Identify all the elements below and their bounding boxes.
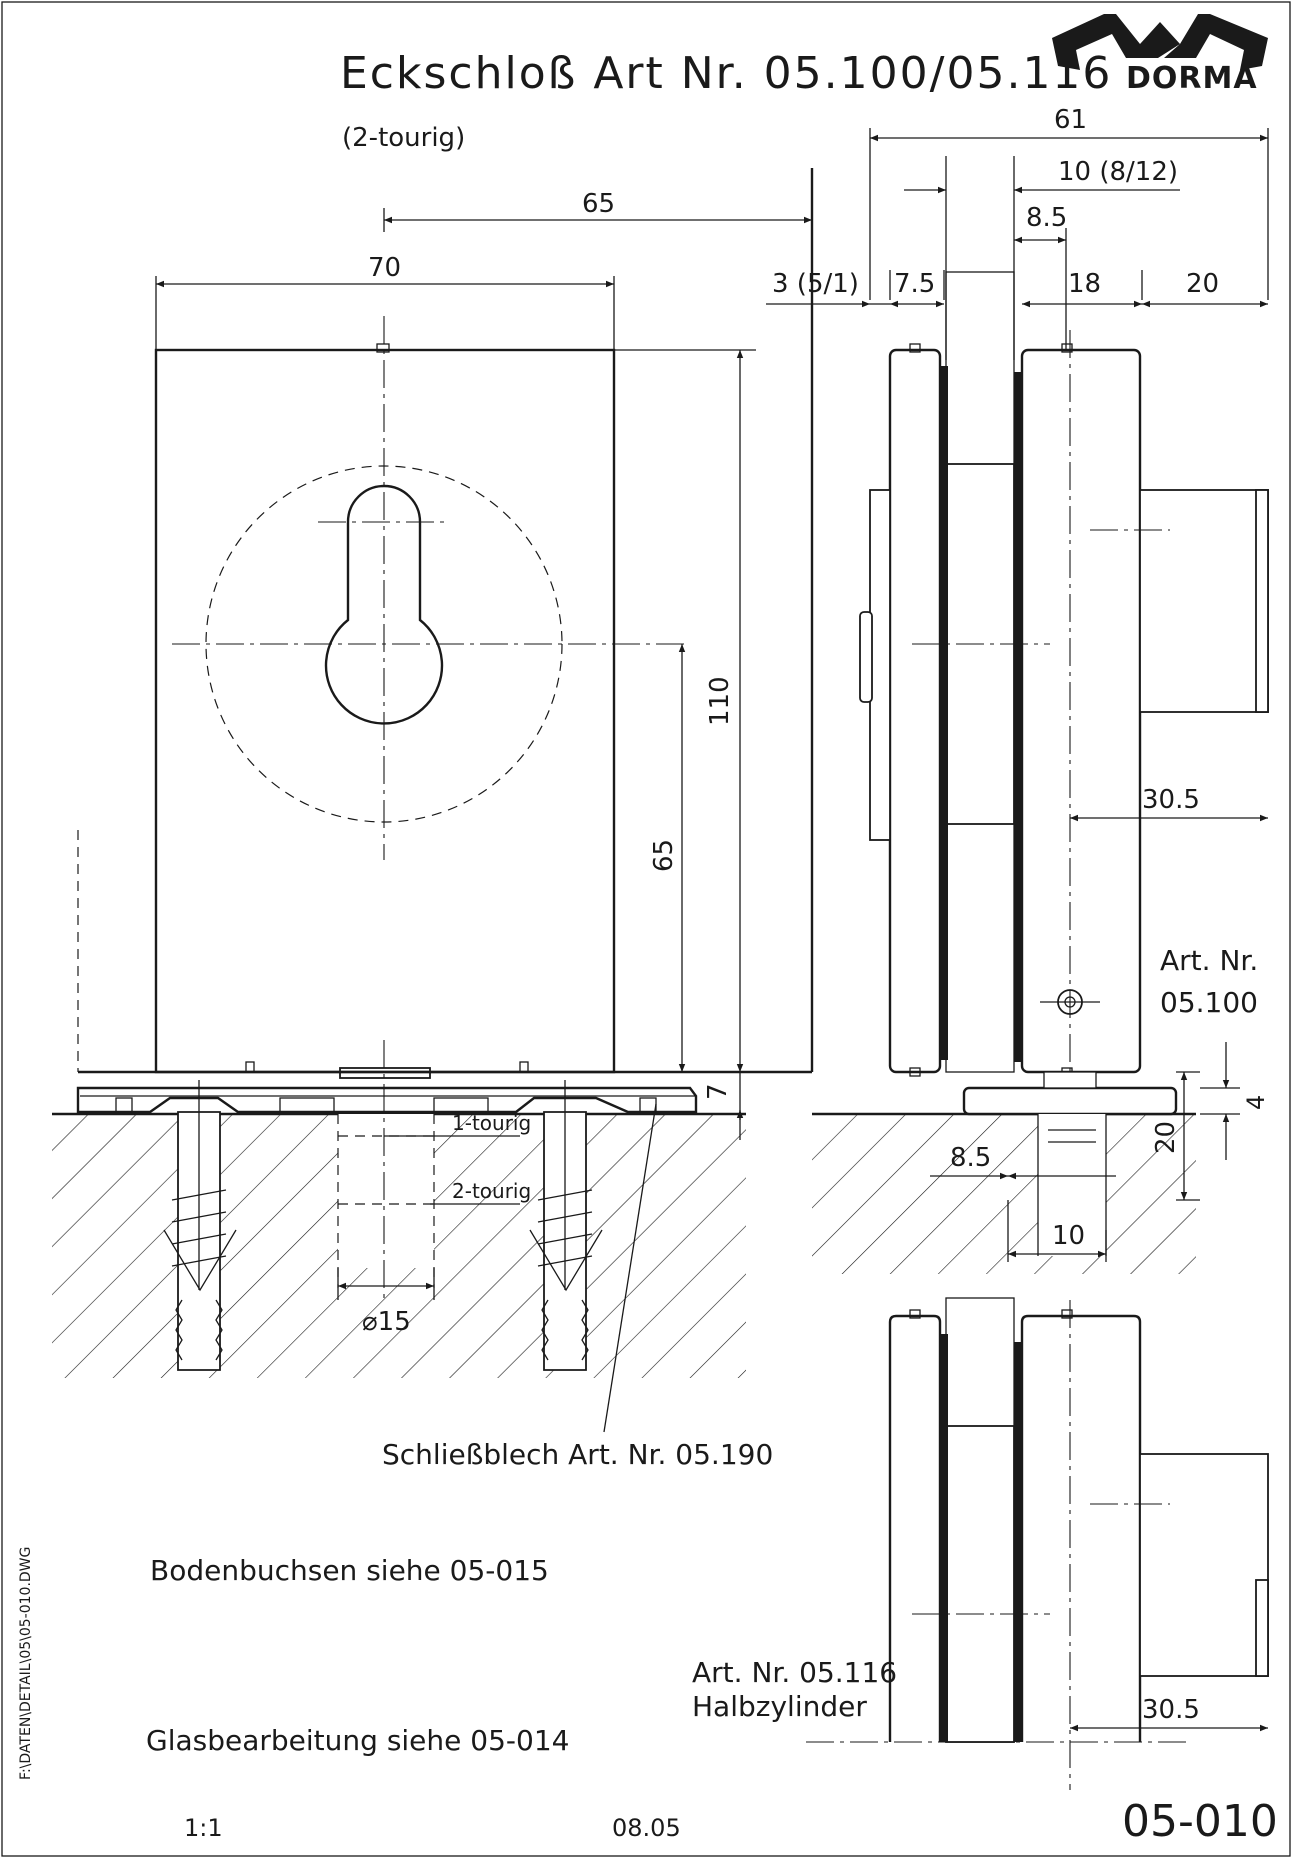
- drawing-subtitle: (2-tourig): [342, 123, 465, 153]
- label-art-100-line1: Art. Nr.: [1160, 944, 1258, 977]
- dim-8-5-low: 8.5: [950, 1143, 991, 1173]
- lock-body-front: [154, 348, 616, 1074]
- dim-70: 70: [368, 253, 401, 283]
- lock-body-side: [1020, 348, 1142, 1074]
- side-floor-hatch: [812, 1114, 1196, 1274]
- strike-plate: [76, 1086, 698, 1114]
- dim-7-5: 7.5: [894, 269, 935, 299]
- side-view-lower: 30.5 Art. Nr. 05.116 Halbzylinder: [692, 1297, 1269, 1790]
- half-cylinder: [1139, 1453, 1269, 1677]
- note-bodenbuchsen: Bodenbuchsen siehe 05-015: [150, 1554, 549, 1587]
- lock-body-side-lower: [1020, 1314, 1142, 1742]
- label-1-tourig: 1-tourig: [452, 1111, 531, 1135]
- label-strike-plate: Schließblech Art. Nr. 05.190: [382, 1438, 773, 1471]
- brand-name: DORMA: [1126, 61, 1258, 96]
- dim-20-vertical: 20: [1151, 1121, 1181, 1154]
- note-glasbearbeitung: Glasbearbeitung siehe 05-014: [146, 1724, 569, 1757]
- dim-3-5-1: 3 (5/1): [772, 269, 859, 299]
- dim-18: 18: [1068, 269, 1101, 299]
- dim-30-5-upper: 30.5: [1142, 785, 1200, 815]
- cylinder-body: [1139, 489, 1269, 713]
- file-path: F:\DATEN\DETAIL\05\05-010.DWG: [18, 1547, 34, 1780]
- clamp-plate-left: [888, 348, 942, 1074]
- side-view-upper: 61 10 (8/12) 8.5 3 (5/1) 7.5 18 20: [766, 105, 1269, 1140]
- date-label: 08.05: [612, 1814, 681, 1842]
- scale-label: 1:1: [184, 1814, 223, 1842]
- dowel-left: [163, 1080, 237, 1371]
- floor-section: 1-tourig 2-tourig ⌀15 Schließblech Art. …: [52, 1040, 773, 1471]
- bolt-hole: [338, 1114, 434, 1268]
- label-art-100-line2: 05.100: [1160, 986, 1258, 1019]
- strike-plate-side: [962, 1086, 1178, 1116]
- dim-20-top: 20: [1186, 269, 1219, 299]
- dim-65-top: 65: [582, 189, 615, 219]
- dim-10-8-12: 10 (8/12): [1058, 157, 1178, 187]
- label-art-116-line2: Halbzylinder: [692, 1690, 867, 1723]
- dim-61: 61: [1054, 105, 1087, 135]
- lock-bolt: [339, 1067, 431, 1079]
- knob-back: [869, 489, 891, 841]
- dim-4: 4: [1242, 1095, 1270, 1110]
- label-2-tourig: 2-tourig: [452, 1179, 531, 1203]
- dorma-crown-logo: DORMA: [1052, 14, 1268, 96]
- label-art-116-line1: Art. Nr. 05.116: [692, 1656, 897, 1689]
- clamp-plate-left-lower: [888, 1314, 942, 1742]
- dim-30-5-lower: 30.5: [1142, 1695, 1200, 1725]
- rosette-circle: [205, 465, 563, 823]
- dim-diameter-15: ⌀15: [362, 1307, 411, 1337]
- dim-8-5-top: 8.5: [1026, 203, 1067, 233]
- front-view: 70 65 110 65 7: [77, 168, 814, 1140]
- drawing-title: Eckschloß Art Nr. 05.100/05.116: [340, 48, 1112, 99]
- dowel-right: [529, 1080, 603, 1371]
- dim-65-vertical: 65: [649, 839, 679, 872]
- dim-10-low: 10: [1052, 1221, 1085, 1251]
- dim-7: 7: [703, 1083, 733, 1100]
- side-floor-section: 8.5 10 20 4: [812, 1042, 1270, 1274]
- drawing-number: 05-010: [1122, 1796, 1278, 1847]
- dim-110: 110: [705, 676, 735, 726]
- keyhole: [324, 484, 444, 725]
